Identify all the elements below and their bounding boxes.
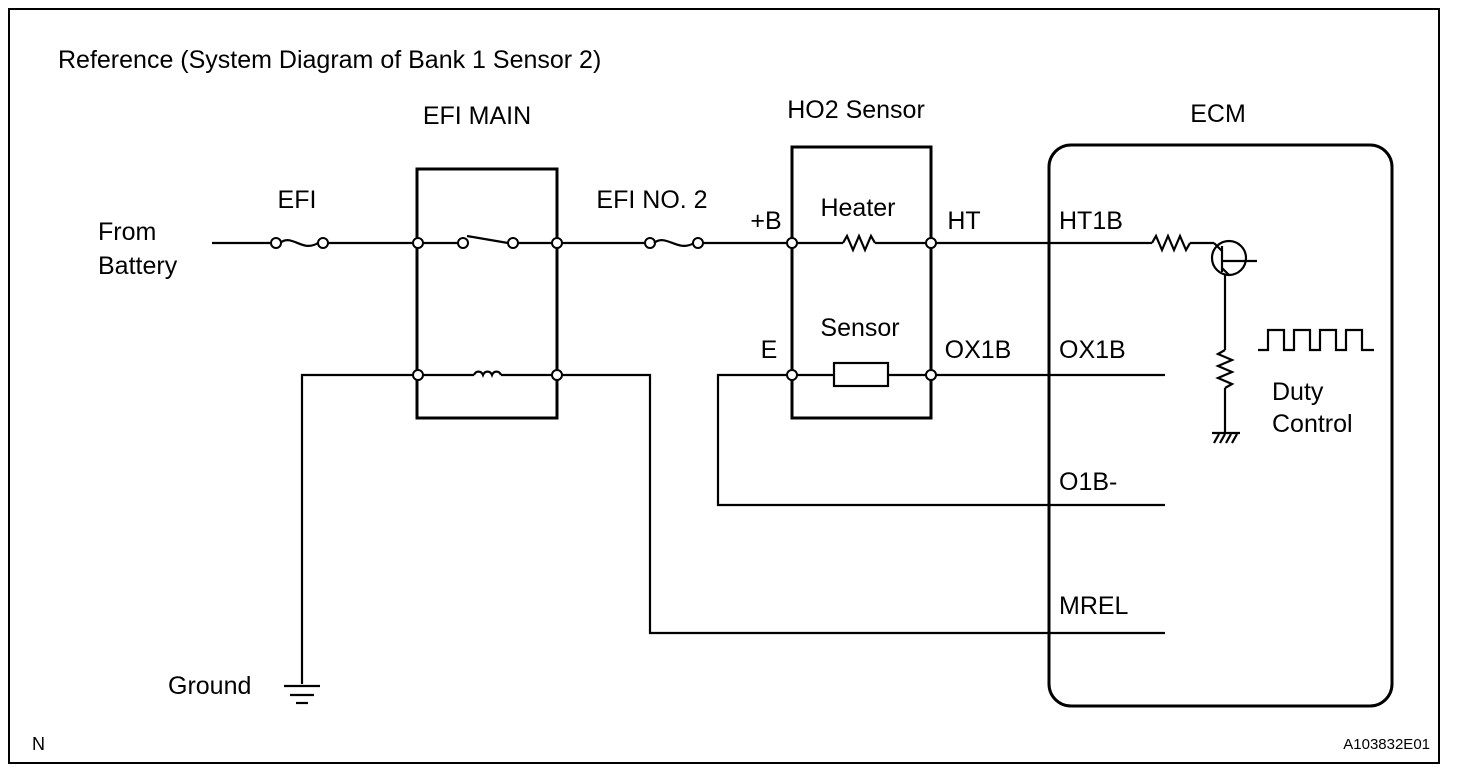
duty-control-waveform [1258,328,1374,352]
sensor-element-symbol [797,361,926,388]
ecm-pin-o1b-minus: O1B- [1059,468,1117,496]
diagram-frame [8,8,1440,764]
ecm-pin-ht1b: HT1B [1059,207,1123,235]
ecm-pulldown-resistor-symbol [1215,349,1235,389]
heater-resistor-symbol [797,233,926,253]
duty-label: Duty [1272,378,1324,406]
ground-symbol [284,684,320,705]
ho2-sensor-box [790,145,933,420]
control-label: Control [1272,410,1353,438]
transistor-symbol [1210,239,1257,277]
efi-main-label: EFI MAIN [423,102,531,130]
ecm-pin-ox1b: OX1B [1059,336,1126,364]
ecm-label: ECM [1190,100,1246,128]
relay-coil-symbol [423,370,552,378]
battery-label: Battery [98,252,178,280]
ecm-box [1047,143,1394,708]
plus-b-terminal-label: +B [750,207,781,235]
figure-id: A103832E01 [1343,736,1430,753]
efi-fuse-label: EFI [278,186,317,214]
ecm-pin-mrel: MREL [1059,592,1129,620]
ecm-ground-symbol [1212,431,1240,444]
heater-label: Heater [820,194,895,222]
ox1b-terminal-label: OX1B [945,336,1012,364]
mrel-wire [562,373,1165,635]
ht-terminal-label: HT [947,207,980,235]
efi-fuse-symbol [270,237,329,249]
corner-mark: N [32,734,45,754]
efi-no2-fuse-symbol [644,237,704,249]
sensor-label: Sensor [820,314,899,342]
ground-wire [300,373,413,684]
from-label: From [98,218,156,246]
efi-main-relay-box [415,167,559,420]
diagram-title: Reference (System Diagram of Bank 1 Sens… [58,46,601,74]
ground-label: Ground [168,672,251,700]
o1b-minus-wire [716,373,1165,507]
efi-no2-fuse-label: EFI NO. 2 [596,186,707,214]
ecm-input-resistor-symbol [1151,233,1214,253]
e-terminal-label: E [761,336,778,364]
ho2-sensor-label: HO2 Sensor [787,96,925,124]
relay-switch-symbol [423,234,552,249]
